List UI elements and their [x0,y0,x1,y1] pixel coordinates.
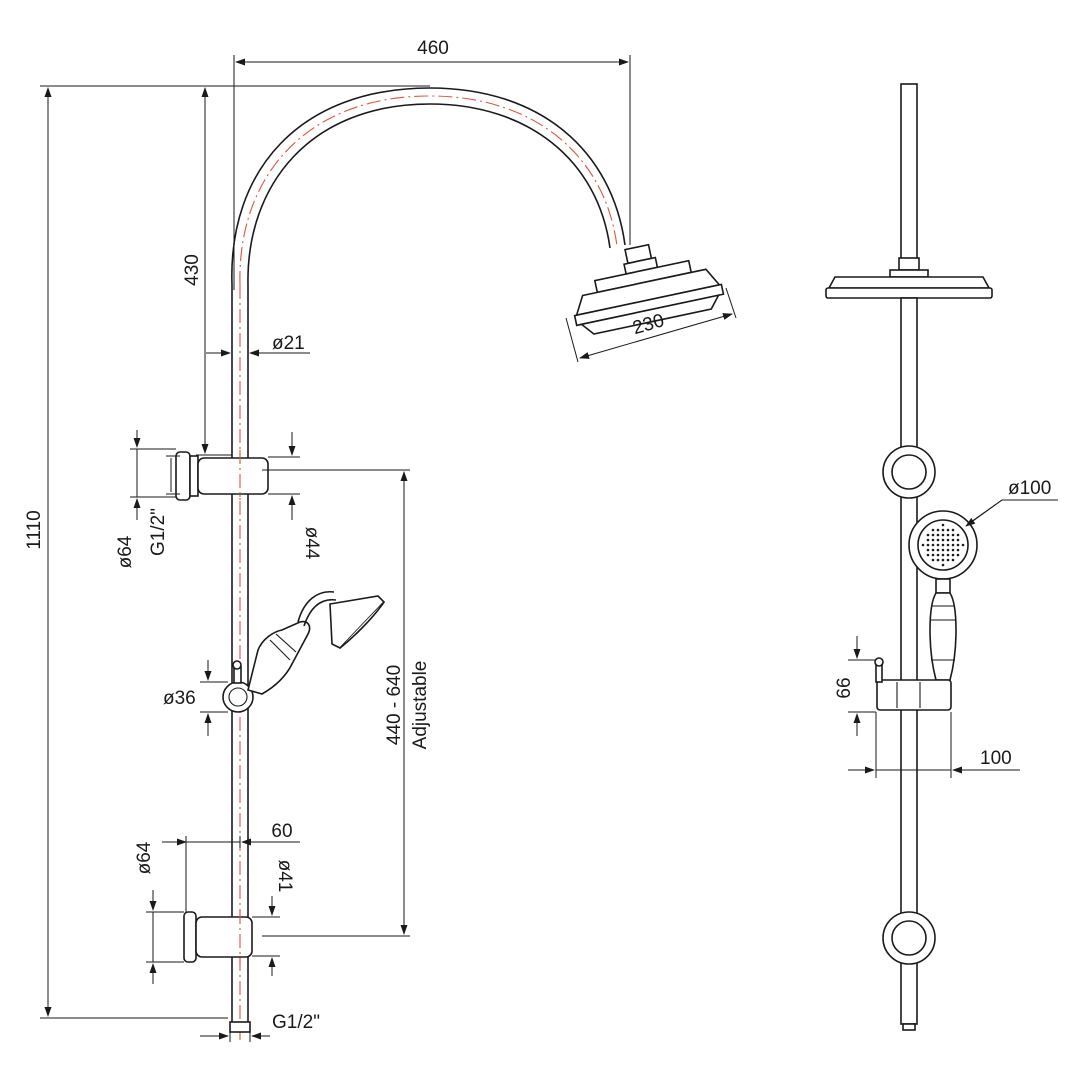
nozzle-dot [951,558,955,562]
side-top-pipe [900,83,918,263]
side-lower-bracket [882,911,936,965]
dim-lower-offset-label: 60 [271,821,292,842]
dim-width-label: 460 [417,38,449,59]
nozzle-dot [941,538,945,542]
nozzle-dot [936,533,940,537]
nozzle-dot [941,528,945,532]
nozzle-dot [956,548,960,552]
nozzle-dot [946,543,950,547]
dim-lower-collar-label: ø41 [274,860,295,893]
nozzle-dot [951,553,955,557]
nozzle-dot [951,533,955,537]
side-shower-head [825,257,993,299]
nozzle-dot [946,528,950,532]
nozzle-dot [921,543,925,547]
nozzle-dot [936,558,940,562]
nozzle-dot [936,538,940,542]
dim-adjustable-range-label: 440 - 640 [384,665,405,745]
nozzle-dot [941,563,945,567]
side-view: ø100 66 100 [825,83,1058,1031]
nozzle-dot [946,538,950,542]
nozzle-dot [961,543,965,547]
dim-total-height-label: 1110 [24,510,45,549]
nozzle-dot [931,533,935,537]
nozzle-dot [931,558,935,562]
nozzle-dot [931,543,935,547]
upper-wall-bracket [175,450,269,501]
nozzle-dot [926,553,930,557]
sliding-holder [222,660,254,713]
nozzle-dot [941,558,945,562]
nozzle-dot [946,553,950,557]
nozzle-dot [941,548,945,552]
dimension-labels-front: 460 1110 430 ø21 230 ø64 G1/2" ø44 ø36 4… [24,38,667,1033]
nozzle-dot [946,558,950,562]
nozzle-dot [926,533,930,537]
side-bottom-connector [902,1023,916,1031]
dim-adjustable-word-label: Adjustable [410,661,431,750]
nozzle-dot [931,553,935,557]
dim-arm-height-label: 430 [182,254,203,286]
nozzle-dot [941,553,945,557]
nozzle-dot [931,528,935,532]
nozzle-dot [951,528,955,532]
nozzle-dot [926,548,930,552]
nozzle-dot [941,543,945,547]
dim-holder-depth-label: 100 [980,748,1012,769]
nozzle-dot [956,538,960,542]
dimension-lines-side [848,499,1058,778]
hand-shower [247,591,386,695]
lower-wall-bracket [183,910,253,965]
dim-hand-shower-dia-label: ø100 [1008,478,1051,499]
nozzle-dot [936,528,940,532]
nozzle-dot [956,553,960,557]
nozzle-dot [956,533,960,537]
dim-bracket-thread-label: G1/2" [148,508,169,556]
riser-pipe [231,87,626,1040]
dim-bracket-dia-label: ø64 [115,535,136,568]
dim-lower-bracket-dia-label: ø64 [134,841,155,874]
nozzle-dot [936,543,940,547]
dimension-labels-side: ø100 66 100 [834,478,1051,769]
dim-pipe-dia-label: ø21 [272,333,305,354]
nozzle-dot [946,548,950,552]
nozzle-dot [951,543,955,547]
side-holder [874,657,952,711]
dim-holder-height-label: 66 [834,677,855,698]
dimension-lines-front [40,55,737,1042]
nozzle-dot [941,523,945,527]
nozzle-dot [946,533,950,537]
side-upper-bracket [882,445,936,499]
dim-bracket-collar-label: ø44 [301,527,322,560]
nozzle-dot [926,538,930,542]
nozzle-dot [936,553,940,557]
nozzle-dot [951,538,955,542]
nozzle-dot [936,548,940,552]
nozzle-dot [956,543,960,547]
nozzle-dot [931,538,935,542]
side-hand-shower [908,510,978,681]
nozzle-dot [931,548,935,552]
nozzle-dot [951,548,955,552]
dim-bottom-thread-label: G1/2" [272,1012,320,1033]
bottom-connector [229,1021,251,1033]
nozzle-dot [941,533,945,537]
front-view: 460 1110 430 ø21 230 ø64 G1/2" ø44 ø36 4… [24,38,737,1042]
nozzle-dot [926,543,930,547]
dim-slider-dia-label: ø36 [163,688,196,709]
